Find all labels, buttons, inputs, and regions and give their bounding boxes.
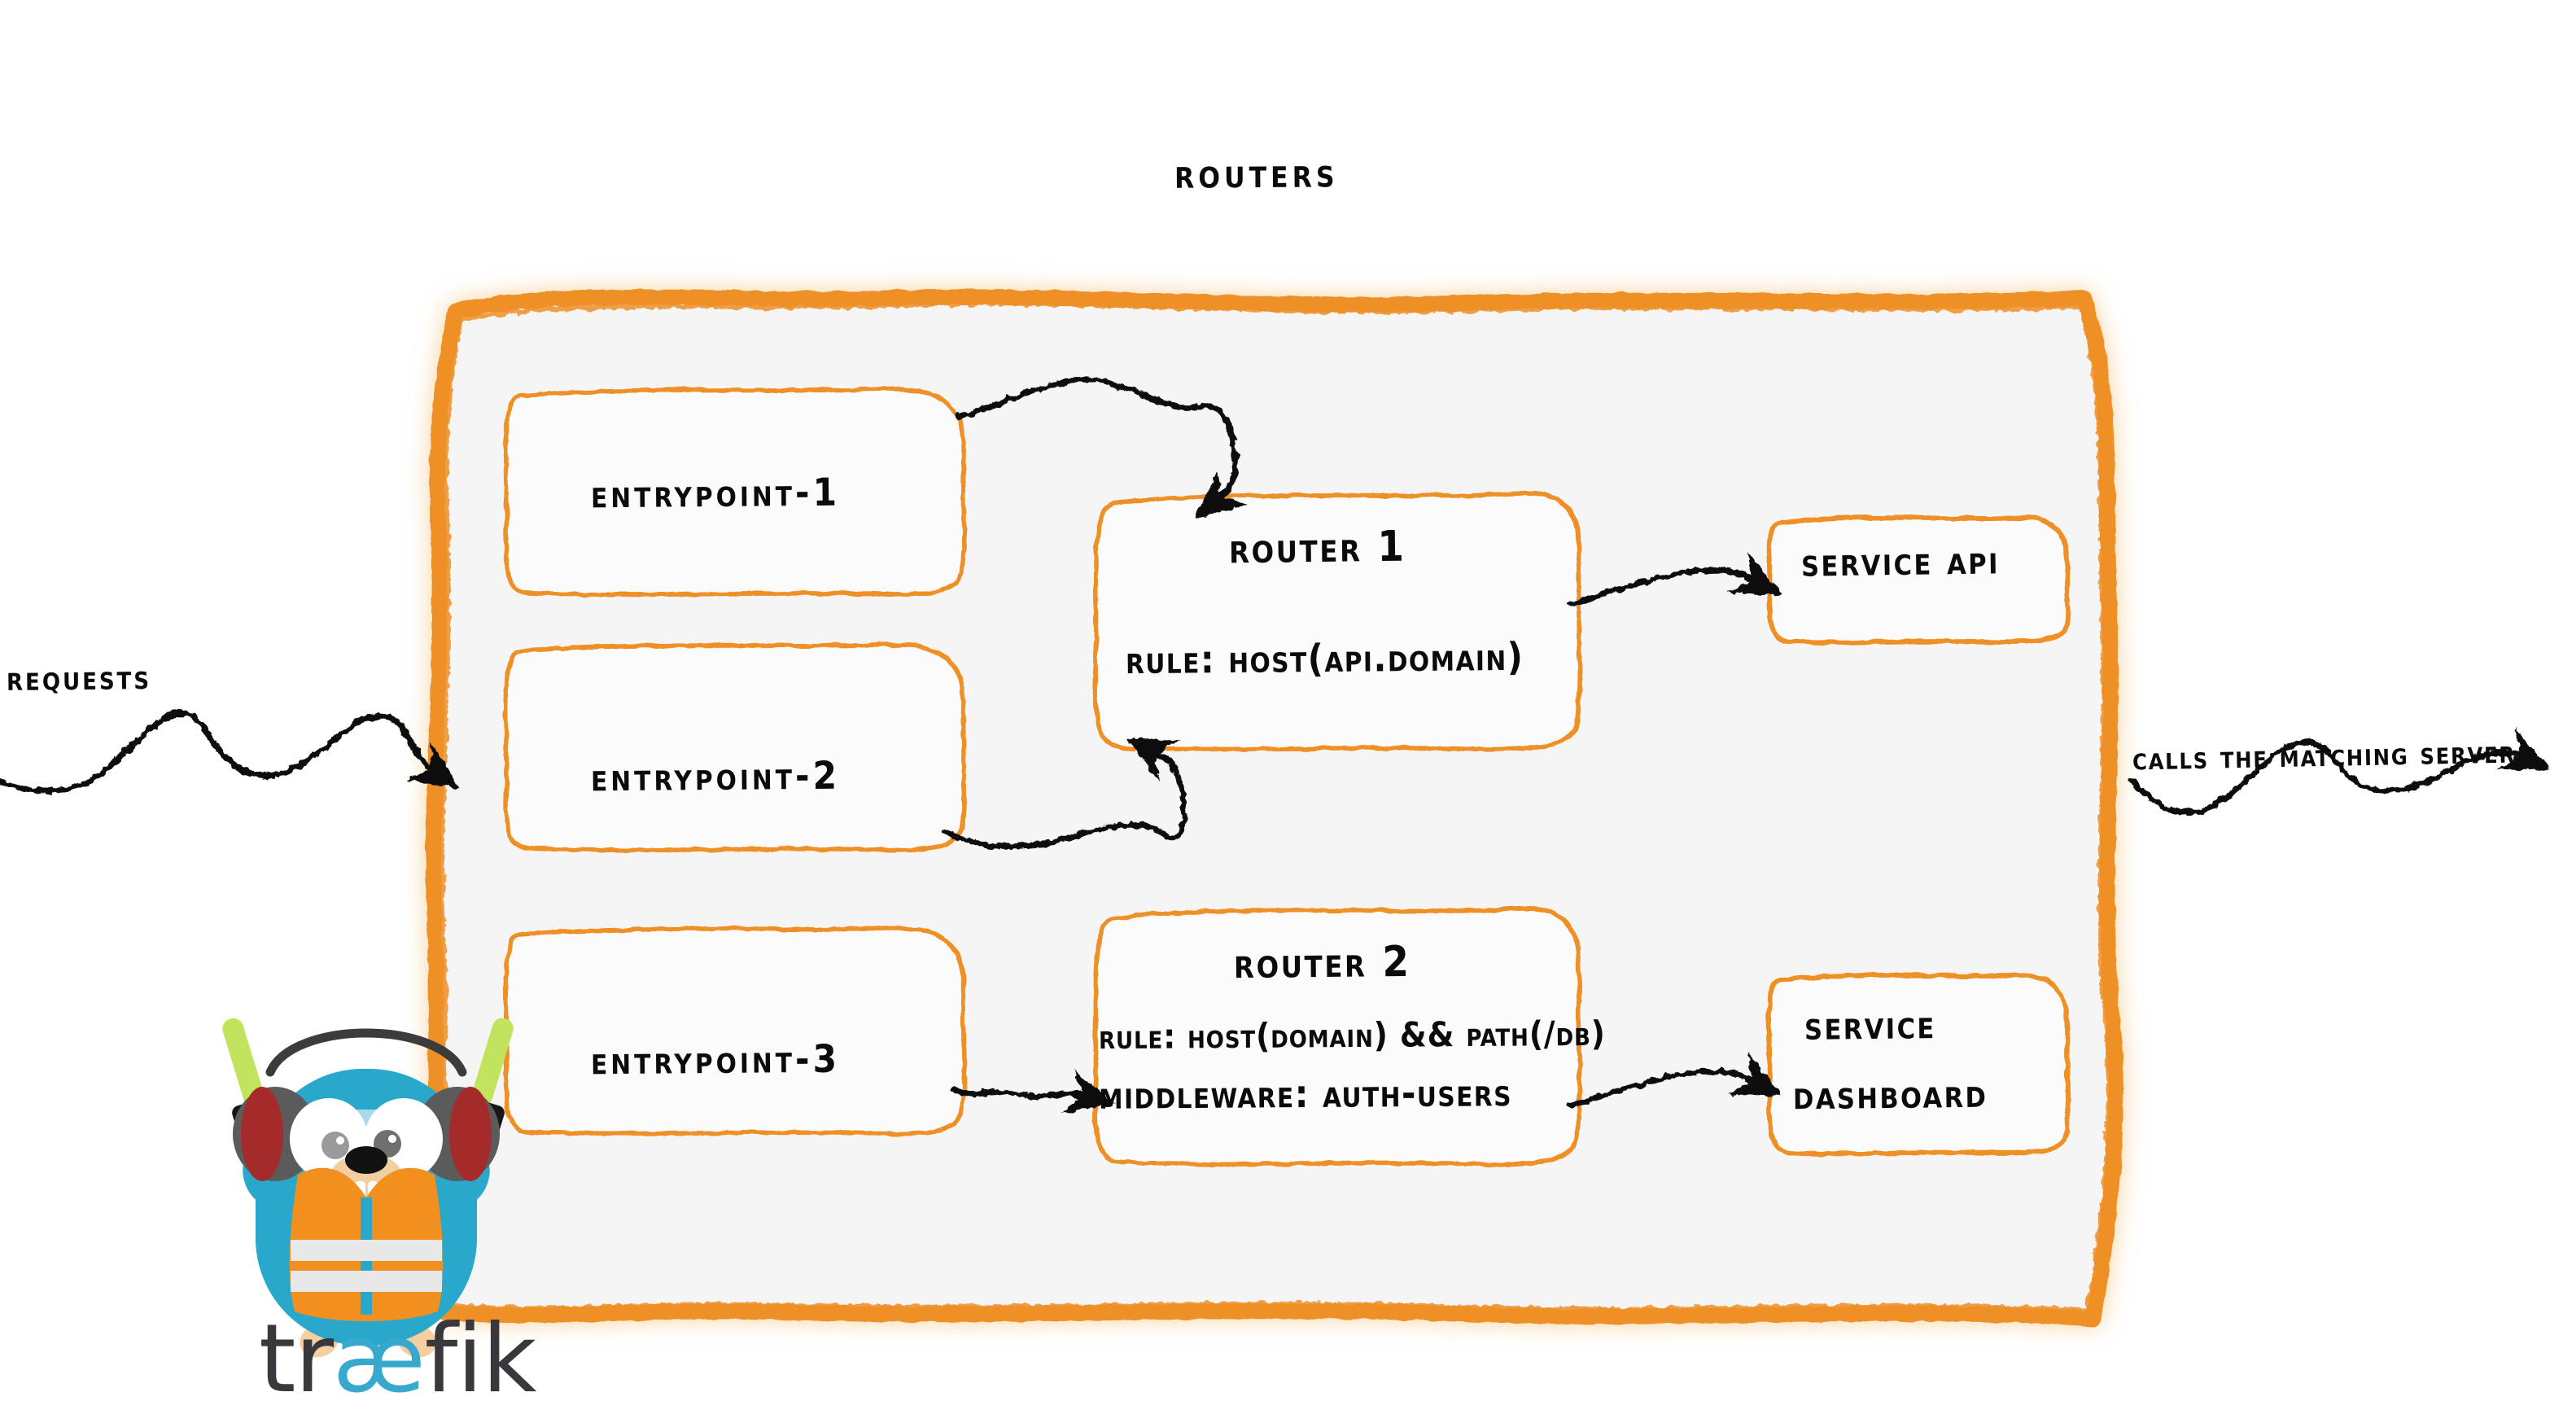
arrow-entrypoint1-to-router1 <box>955 376 1248 519</box>
arrow-panel-to-calls <box>2129 728 2551 816</box>
routers-panel-border <box>426 289 2123 1327</box>
router-1-rule: rule: Host(api.domain) <box>1125 634 1524 684</box>
entrypoint-box-3[interactable] <box>503 926 967 1136</box>
gopher-nose <box>345 1146 387 1174</box>
wordmark-ae-ligature: æ <box>332 1304 426 1414</box>
arrow-requests-to-panel <box>0 710 459 795</box>
entrypoint-1-label: entrypoint-1 <box>590 470 841 518</box>
router-box-2[interactable] <box>1092 906 1582 1167</box>
entrypoint-2-label: entrypoint-2 <box>590 753 841 801</box>
calls-matching-server-label: Calls the matching server <box>2132 733 2517 778</box>
router-1-title: Router 1 <box>1228 522 1406 574</box>
arrow-router1-to-serviceapi <box>1568 552 1782 607</box>
wordmark-suffix: fik <box>424 1304 537 1414</box>
traefik-wordmark: træfik <box>259 1312 537 1407</box>
requests-label: Requests <box>6 657 152 698</box>
arrow-entrypoint3-to-router2 <box>951 1069 1115 1114</box>
traefik-gopher-mascot <box>222 1018 514 1358</box>
entrypoint-3-label: entrypoint-3 <box>590 1036 841 1084</box>
gopher-eye-left <box>321 1132 349 1159</box>
entrypoint-box-1[interactable] <box>503 387 967 598</box>
wordmark-prefix: tr <box>259 1304 334 1414</box>
router-2-title: Router 2 <box>1233 937 1411 989</box>
arrow-entrypoint2-to-router1 <box>942 738 1187 850</box>
service-api-label: Service API <box>1800 537 2001 586</box>
entrypoint-box-2[interactable] <box>503 642 967 853</box>
router-2-rule: rule: Host(domain) && Path(/db) <box>1098 1013 1606 1057</box>
router-box-1[interactable] <box>1092 491 1582 752</box>
routers-panel-border-overstroke <box>439 300 2112 1314</box>
service-dashboard-label-line2: Dashboard <box>1792 1070 1988 1119</box>
page-title: Routers <box>1174 149 1339 198</box>
arrow-router2-to-servicedashboard <box>1568 1053 1782 1109</box>
service-dashboard-label-line1: Service <box>1804 1002 1936 1049</box>
router-2-middleware: Middleware: auth-users <box>1098 1070 1513 1119</box>
